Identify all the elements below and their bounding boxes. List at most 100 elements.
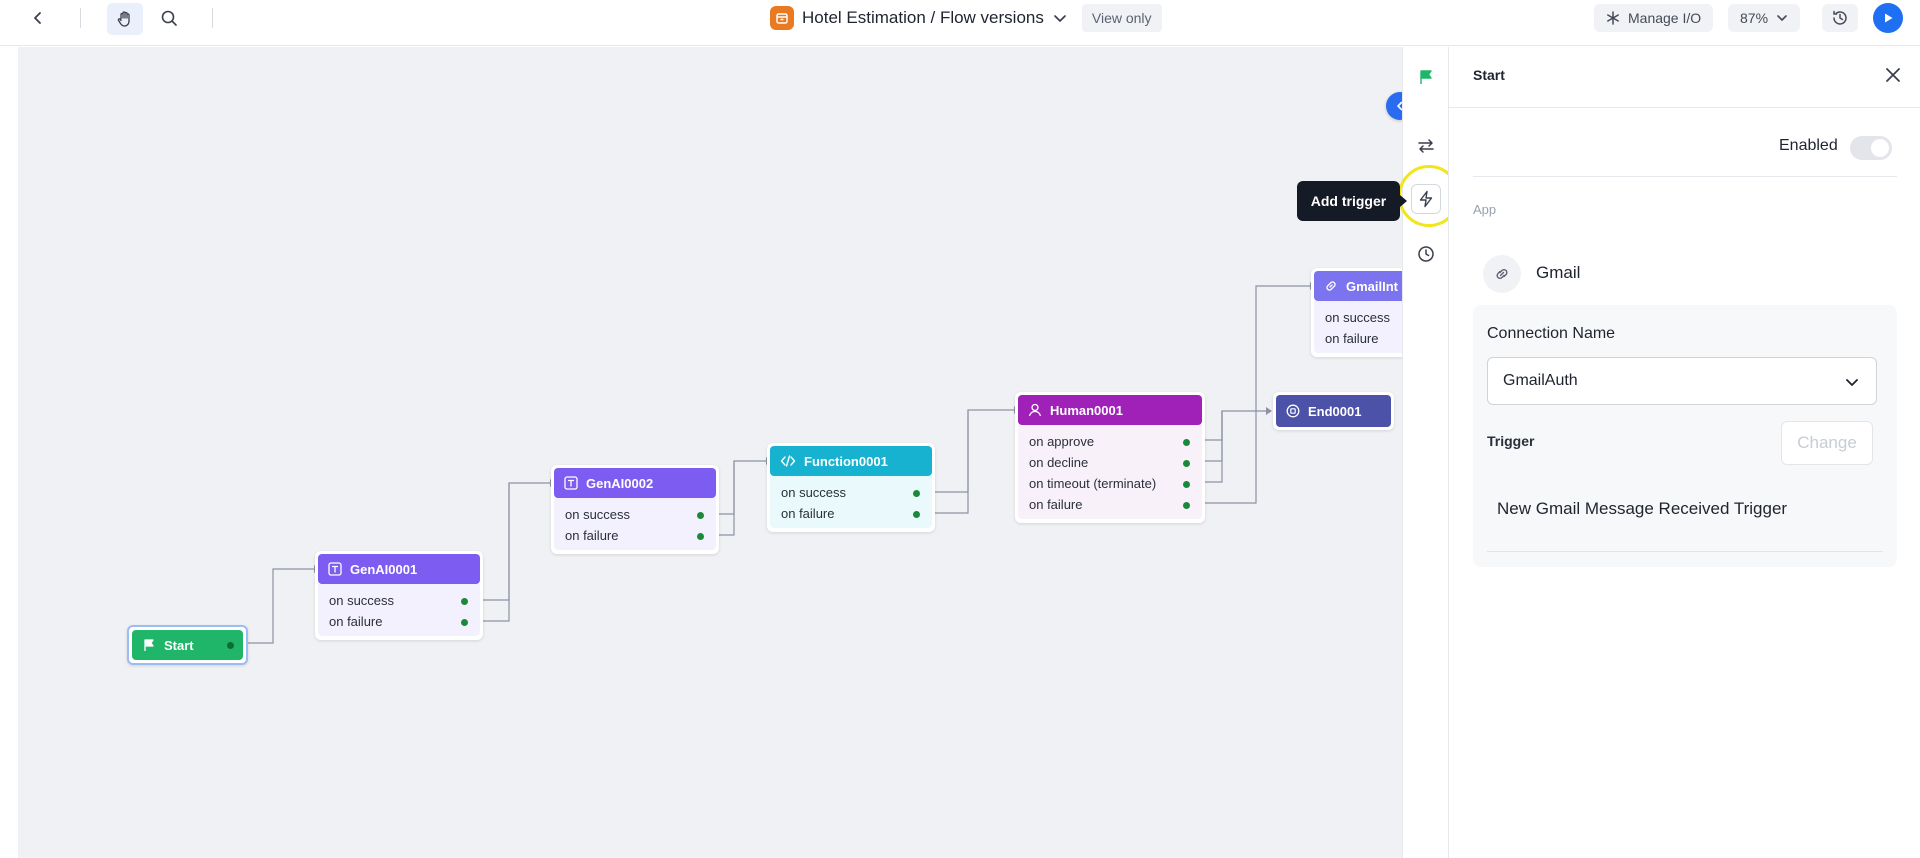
start-settings-tab[interactable] bbox=[1411, 62, 1441, 92]
enabled-toggle[interactable] bbox=[1850, 136, 1892, 160]
version-dropdown-button[interactable] bbox=[1052, 10, 1068, 26]
end-node-label: End0001 bbox=[1308, 403, 1362, 419]
port-on-failure[interactable]: on failure bbox=[1018, 494, 1202, 515]
stop-icon bbox=[1286, 404, 1300, 418]
genai-node-1[interactable]: GenAI0001 on success on failure bbox=[315, 551, 483, 640]
schedule-tab[interactable] bbox=[1411, 239, 1441, 269]
change-trigger-button[interactable]: Change bbox=[1781, 421, 1873, 465]
port-on-approve[interactable]: on approve bbox=[1018, 431, 1202, 452]
flag-icon bbox=[144, 639, 154, 651]
start-node-label: Start bbox=[164, 637, 194, 653]
end-node[interactable]: End0001 bbox=[1273, 392, 1394, 430]
gmail-node-label: GmailInt bbox=[1346, 278, 1399, 294]
connection-name-label: Connection Name bbox=[1487, 325, 1616, 342]
human-node[interactable]: Human0001 on approve on decline on timeo… bbox=[1015, 392, 1205, 523]
genai-node-2-ports: on success on failure bbox=[554, 498, 716, 550]
port-on-success[interactable]: on success bbox=[318, 590, 480, 611]
genai-node-2[interactable]: GenAI0002 on success on failure bbox=[551, 465, 719, 554]
end-node-header: End0001 bbox=[1276, 395, 1391, 427]
port-label: on decline bbox=[1029, 455, 1089, 470]
properties-panel: Start Enabled App Gmail Connection Name … bbox=[1448, 47, 1920, 858]
toolbar-divider bbox=[212, 8, 213, 28]
enabled-label: Enabled bbox=[1779, 137, 1838, 154]
port-on-failure[interactable]: on failure bbox=[1314, 328, 1402, 349]
top-bar: Hotel Estimation / Flow versions View on… bbox=[0, 0, 1920, 46]
port-dot[interactable] bbox=[1183, 502, 1190, 509]
port-label: on success bbox=[565, 507, 631, 522]
history-button[interactable] bbox=[1822, 4, 1858, 32]
start-output-port[interactable] bbox=[227, 641, 234, 649]
search-button[interactable] bbox=[157, 6, 181, 30]
genai-node-1-header: GenAI0001 bbox=[318, 554, 480, 584]
port-dot[interactable] bbox=[1183, 460, 1190, 467]
function-node-label: Function0001 bbox=[804, 453, 888, 469]
back-button[interactable] bbox=[26, 6, 50, 30]
port-on-timeout[interactable]: on timeout (terminate) bbox=[1018, 473, 1202, 494]
start-node[interactable]: Start bbox=[127, 625, 248, 665]
port-dot[interactable] bbox=[1183, 439, 1190, 446]
link-icon bbox=[1483, 255, 1521, 293]
manage-io-label: Manage I/O bbox=[1628, 10, 1702, 26]
port-on-decline[interactable]: on decline bbox=[1018, 452, 1202, 473]
link-icon bbox=[1326, 281, 1336, 291]
port-label: on failure bbox=[565, 528, 619, 543]
port-dot[interactable] bbox=[697, 512, 704, 519]
flow-canvas[interactable]: Start GenAI0001 on success on failure Ge… bbox=[18, 47, 1402, 858]
code-icon bbox=[780, 455, 796, 467]
port-on-failure[interactable]: on failure bbox=[318, 611, 480, 632]
chevron-left-icon bbox=[34, 12, 41, 24]
panel-divider bbox=[1449, 107, 1920, 108]
port-dot[interactable] bbox=[913, 511, 920, 518]
human-node-header: Human0001 bbox=[1018, 395, 1202, 425]
flag-icon bbox=[1420, 70, 1432, 84]
port-label: on failure bbox=[1029, 497, 1083, 512]
port-label: on approve bbox=[1029, 434, 1095, 449]
add-trigger-tooltip: Add trigger bbox=[1297, 181, 1407, 221]
port-on-failure[interactable]: on failure bbox=[770, 503, 932, 524]
chevron-down-icon bbox=[1846, 379, 1858, 386]
pan-tool-button[interactable] bbox=[107, 3, 143, 35]
close-panel-button[interactable] bbox=[1881, 63, 1905, 87]
port-dot[interactable] bbox=[697, 533, 704, 540]
manage-io-button[interactable]: Manage I/O bbox=[1594, 4, 1714, 32]
chevron-down-icon bbox=[1054, 15, 1066, 22]
port-label: on success bbox=[329, 593, 395, 608]
io-mapping-tab[interactable] bbox=[1411, 131, 1441, 161]
clock-icon bbox=[1418, 246, 1434, 262]
port-on-success[interactable]: on success bbox=[1314, 307, 1402, 328]
gmail-node-ports: on success on failure bbox=[1314, 301, 1402, 353]
port-label: on failure bbox=[1325, 331, 1379, 346]
arrows-swap-icon bbox=[1418, 139, 1434, 153]
close-icon bbox=[1886, 68, 1900, 82]
run-button[interactable] bbox=[1873, 3, 1903, 33]
function-node-ports: on success on failure bbox=[770, 476, 932, 528]
zoom-dropdown[interactable]: 87% bbox=[1728, 4, 1801, 32]
port-dot[interactable] bbox=[461, 619, 468, 626]
function-node[interactable]: Function0001 on success on failure bbox=[767, 443, 935, 532]
port-dot[interactable] bbox=[461, 598, 468, 605]
function-node-header: Function0001 bbox=[770, 446, 932, 476]
gmail-integration-node[interactable]: GmailInt on success on failure bbox=[1311, 268, 1402, 357]
connection-name-select[interactable]: GmailAuth bbox=[1487, 357, 1877, 405]
port-on-success[interactable]: on success bbox=[554, 504, 716, 525]
start-node-header: Start bbox=[132, 630, 243, 660]
genai-node-1-label: GenAI0001 bbox=[350, 561, 418, 577]
search-icon bbox=[161, 10, 177, 26]
app-badge-icon bbox=[770, 6, 794, 30]
human-node-ports: on approve on decline on timeout (termin… bbox=[1018, 425, 1202, 519]
play-icon bbox=[1885, 13, 1893, 23]
section-divider bbox=[1473, 176, 1897, 177]
history-icon bbox=[1833, 10, 1847, 25]
trigger-config-card: Connection Name GmailAuth Trigger Change… bbox=[1473, 305, 1897, 567]
app-name: Gmail bbox=[1536, 263, 1581, 282]
port-on-failure[interactable]: on failure bbox=[554, 525, 716, 546]
user-icon bbox=[1028, 403, 1042, 417]
trigger-value: New Gmail Message Received Trigger bbox=[1497, 499, 1788, 518]
port-dot[interactable] bbox=[913, 490, 920, 497]
connection-name-value: GmailAuth bbox=[1503, 372, 1578, 389]
port-on-success[interactable]: on success bbox=[770, 482, 932, 503]
view-only-badge: View only bbox=[1081, 4, 1162, 32]
panel-title: Start bbox=[1473, 67, 1505, 83]
genai-node-1-ports: on success on failure bbox=[318, 584, 480, 636]
port-dot[interactable] bbox=[1183, 481, 1190, 488]
